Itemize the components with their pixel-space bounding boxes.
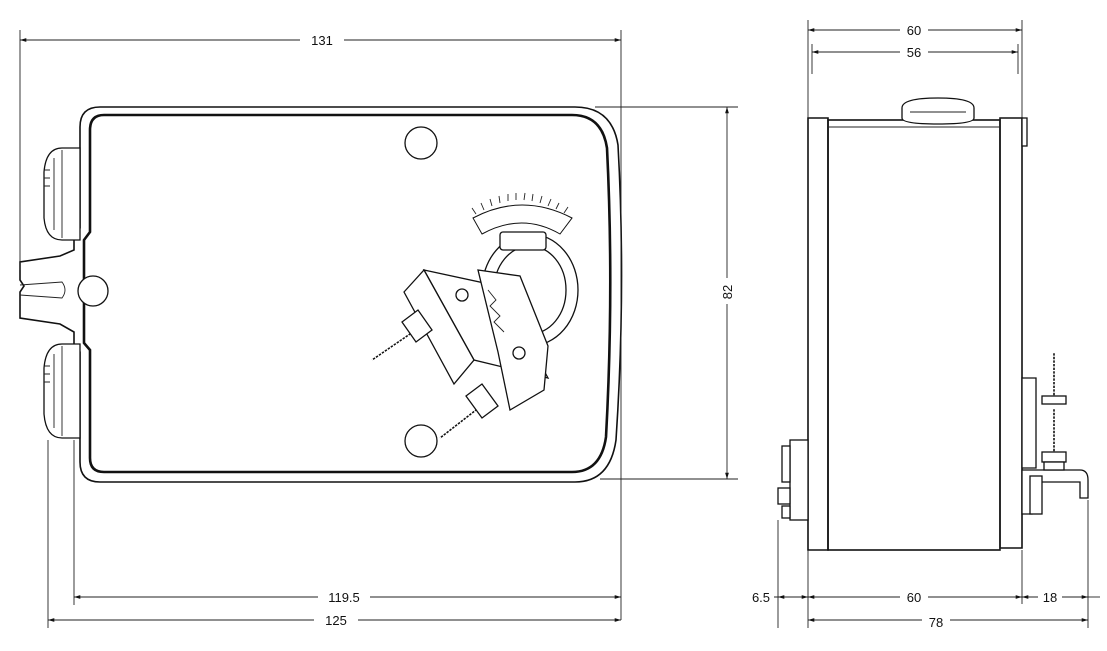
front-dimensions: 131 82 119.5 125 (19, 30, 738, 628)
screw-hole-bottom (404, 424, 438, 458)
side-top-knob (901, 97, 975, 125)
position-indicator (471, 192, 573, 235)
mounting-slot (19, 281, 66, 299)
side-body (827, 119, 1001, 551)
housing-outline (19, 106, 623, 483)
dim-131: 131 (311, 33, 333, 48)
mount-hole (77, 275, 109, 307)
dim-side-18: 18 (1043, 590, 1057, 605)
cable-gland-top (43, 147, 81, 241)
dim-side-6-5: 6.5 (752, 590, 770, 605)
dim-82: 82 (720, 285, 735, 299)
screw-hole-top (404, 126, 438, 160)
dim-side-60-bottom: 60 (907, 590, 921, 605)
dim-119-5: 119.5 (328, 590, 360, 605)
dim-125: 125 (325, 613, 347, 628)
side-view (777, 97, 1089, 551)
dim-side-78: 78 (929, 615, 943, 630)
shaft-clamp (403, 231, 579, 412)
threaded-stud-lower (436, 383, 499, 443)
threaded-stud-upper (368, 309, 433, 365)
side-clamp-bracket (1021, 352, 1089, 515)
cable-gland-bottom (43, 343, 81, 439)
dim-side-56: 56 (907, 45, 921, 60)
side-rail-tab (1021, 117, 1028, 147)
housing-inner-outline (82, 113, 612, 474)
front-view (19, 106, 623, 483)
side-dimensions: 60 56 6.5 60 18 78 (748, 20, 1100, 630)
side-cable-gland (777, 439, 809, 521)
dim-side-60-top: 60 (907, 23, 921, 38)
